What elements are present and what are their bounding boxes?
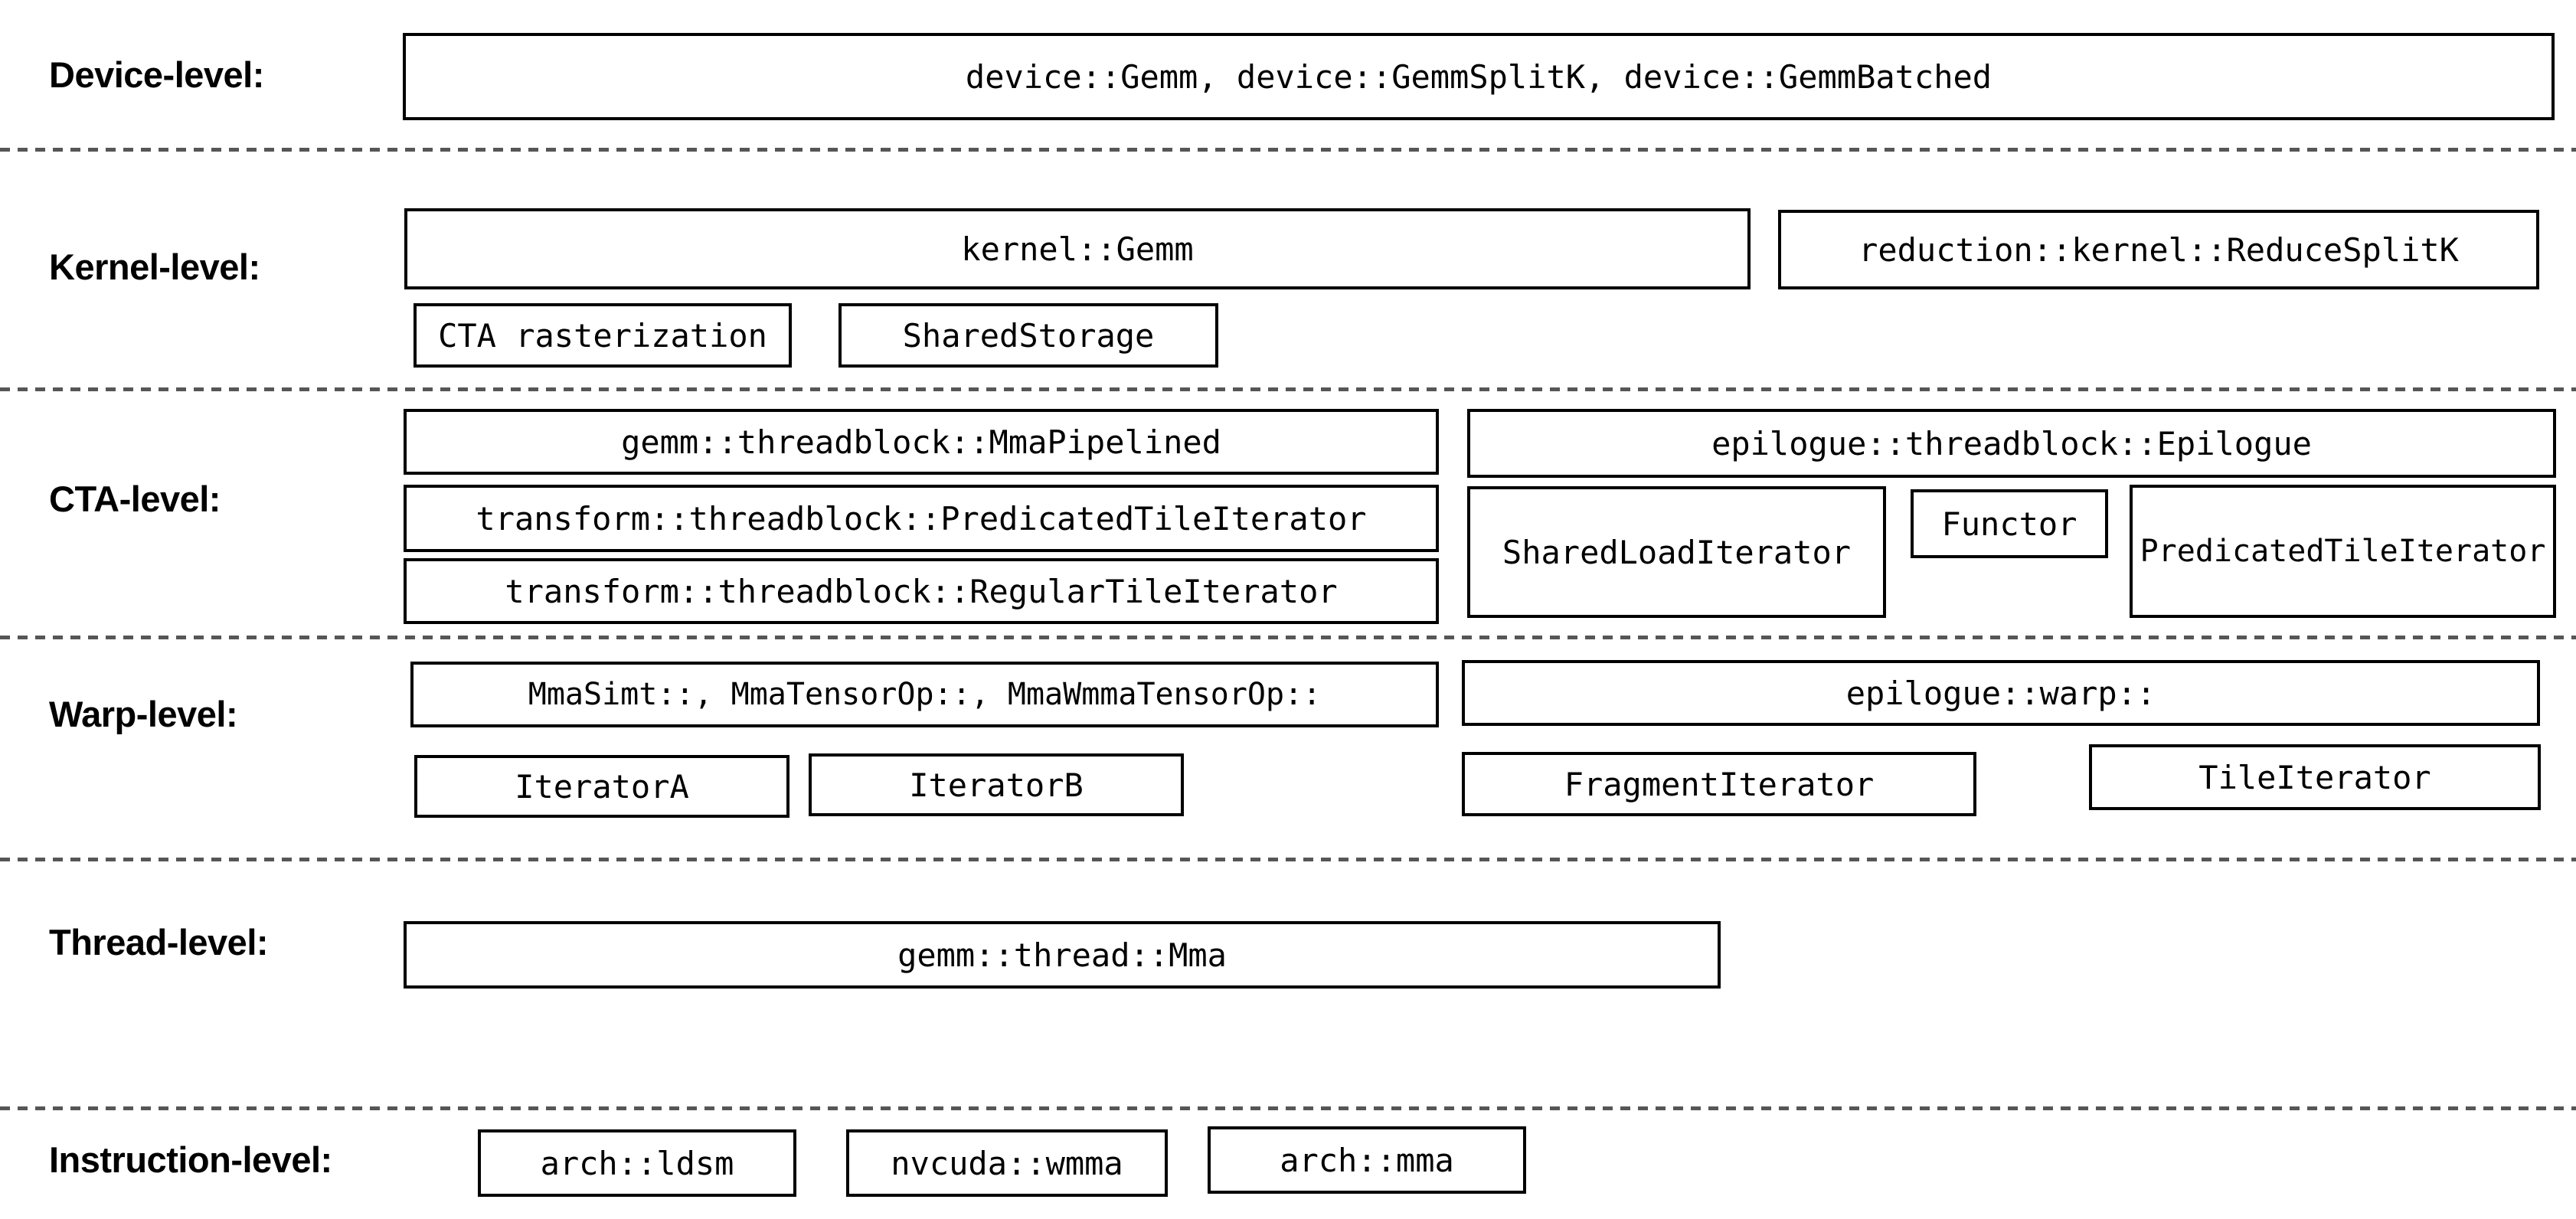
box-text: gemm::threadblock::MmaPipelined	[621, 423, 1221, 461]
box-text: arch::ldsm	[540, 1144, 734, 1182]
box-iteratorb: IteratorB	[809, 753, 1184, 816]
box-text: IteratorB	[909, 766, 1084, 804]
box-text: IteratorA	[515, 767, 689, 806]
box-text: TileIterator	[2198, 758, 2431, 796]
box-text: kernel::Gemm	[961, 230, 1194, 268]
dashed-separator	[0, 148, 2576, 152]
box-text: epilogue::warp::	[1845, 674, 2156, 712]
box-text: MmaSimt::, MmaTensorOp::, MmaWmmaTensorO…	[528, 677, 1322, 712]
box-arch-ldsm: arch::ldsm	[478, 1129, 796, 1197]
dashed-separator	[0, 1106, 2576, 1110]
box-text: transform::threadblock::RegularTileItera…	[505, 572, 1338, 610]
box-predicatedtileiterator: PredicatedTileIterator	[2130, 485, 2556, 618]
box-text: FragmentIterator	[1564, 765, 1875, 803]
box-text: arch::mma	[1280, 1141, 1454, 1179]
box-iteratora: IteratorA	[414, 755, 789, 818]
box-sharedstorage: SharedStorage	[839, 303, 1218, 368]
box-text: SharedLoadIterator	[1502, 533, 1852, 571]
box-text: nvcuda::wmma	[891, 1144, 1123, 1182]
box-gemm-threadblock-mmapipelined: gemm::threadblock::MmaPipelined	[404, 409, 1439, 475]
row-label-thread-level: Thread-level:	[49, 922, 269, 962]
row-label-instruction-level: Instruction-level:	[49, 1139, 332, 1180]
box-text: Functor	[1941, 505, 2077, 543]
box-sharedloaditerator: SharedLoadIterator	[1467, 486, 1886, 618]
box-fragmentiterator: FragmentIterator	[1462, 752, 1976, 816]
box-text: PredicatedTileIterator	[2140, 534, 2546, 569]
box-transform-threadblock-regulartileiterator: transform::threadblock::RegularTileItera…	[404, 558, 1439, 624]
box-text: transform::threadblock::PredicatedTileIt…	[476, 499, 1367, 538]
dashed-separator	[0, 636, 2576, 639]
box-epilogue-threadblock-epilogue: epilogue::threadblock::Epilogue	[1467, 409, 2556, 478]
box-nvcuda-wmma: nvcuda::wmma	[846, 1129, 1168, 1197]
box-text: device::Gemm, device::GemmSplitK, device…	[965, 57, 1992, 96]
box-device-gemm: device::Gemm, device::GemmSplitK, device…	[403, 33, 2555, 120]
box-text: gemm::thread::Mma	[897, 936, 1227, 974]
box-warp-mma-variants: MmaSimt::, MmaTensorOp::, MmaWmmaTensorO…	[410, 662, 1439, 727]
row-label-cta-level: CTA-level:	[49, 479, 221, 519]
box-kernel-gemm: kernel::Gemm	[404, 208, 1751, 289]
box-epilogue-warp: epilogue::warp::	[1462, 660, 2540, 726]
row-label-kernel-level: Kernel-level:	[49, 247, 260, 287]
box-arch-mma: arch::mma	[1208, 1126, 1526, 1194]
box-cta-rasterization: CTA rasterization	[414, 303, 792, 368]
box-reduction-kernel-reducesplitk: reduction::kernel::ReduceSplitK	[1778, 210, 2539, 289]
box-functor: Functor	[1911, 489, 2108, 558]
dashed-separator	[0, 387, 2576, 391]
box-text: reduction::kernel::ReduceSplitK	[1858, 230, 2459, 269]
box-text: epilogue::threadblock::Epilogue	[1711, 424, 2312, 462]
row-label-warp-level: Warp-level:	[49, 694, 238, 734]
box-text: CTA rasterization	[438, 316, 767, 355]
row-label-device-level: Device-level:	[49, 54, 264, 95]
box-gemm-thread-mma: gemm::thread::Mma	[404, 921, 1721, 989]
box-tileiterator: TileIterator	[2089, 744, 2541, 810]
box-transform-threadblock-predicatedtileiterator: transform::threadblock::PredicatedTileIt…	[404, 485, 1439, 552]
dashed-separator	[0, 858, 2576, 861]
box-text: SharedStorage	[902, 316, 1155, 355]
